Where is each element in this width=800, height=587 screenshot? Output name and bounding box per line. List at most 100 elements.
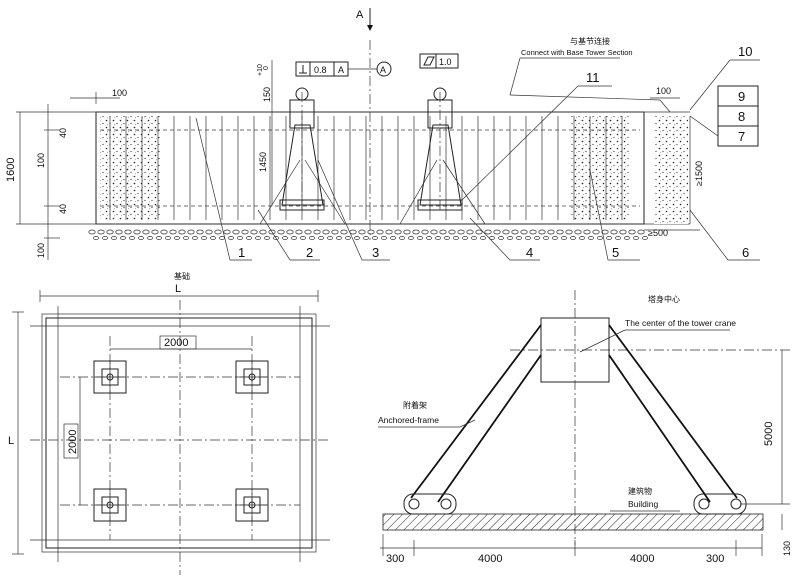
dim-right-top: 100 [656, 86, 671, 96]
part-9: 9 [738, 89, 745, 104]
anchor-dim-left-span: 4000 [478, 553, 502, 565]
anchor-leg-left [259, 87, 346, 225]
bottom-part-labels: 1 2 3 4 5 6 [195, 117, 760, 261]
gravel-stone [255, 236, 261, 240]
dim-tolerance: 150 [262, 87, 272, 102]
part-11: 11 [586, 70, 600, 85]
gravel-stone [223, 229, 231, 235]
datum-circle: A [348, 61, 392, 77]
part-4: 4 [526, 245, 533, 260]
datum-circle-label: A [380, 65, 386, 75]
gravel-stone [322, 229, 330, 235]
part-3: 3 [372, 245, 379, 260]
gravel-stone [610, 229, 618, 235]
plate-bolt [106, 501, 114, 509]
gravel-stone [637, 229, 645, 235]
frame-label-cn: 附着架 [403, 400, 427, 410]
gravel-stone [318, 236, 324, 240]
gravel-stone [574, 229, 582, 235]
gravel-stone [601, 229, 609, 235]
plan-dim-L-v: L [8, 435, 14, 447]
gravel-stone [417, 236, 423, 240]
plate-bolt [248, 501, 256, 509]
section-label: A [356, 9, 364, 21]
gravel-stone [579, 236, 585, 240]
gravel-stone [444, 236, 450, 240]
parallel-frame: 1.0 [419, 53, 459, 69]
gravel-stone [376, 229, 384, 235]
gravel-stone [250, 229, 258, 235]
gravel-stone [201, 236, 207, 240]
anchor-plate [93, 360, 127, 394]
gravel-stone [277, 229, 285, 235]
part-2: 2 [306, 245, 313, 260]
gravel-stone [615, 236, 621, 240]
rebar-grid [109, 116, 623, 220]
gravel-stone [403, 229, 411, 235]
dim-top-cover-main: 100 [36, 153, 46, 168]
gravel-stone [291, 236, 297, 240]
building-label-en: Building [628, 499, 659, 509]
gravel-stone [111, 236, 117, 240]
dim-tol-plus: +10 [257, 64, 264, 76]
gravel-stone [120, 236, 126, 240]
dim-bottom-cover: 40 [58, 204, 68, 214]
gravel-stone [457, 229, 465, 235]
gravel-stone [484, 229, 492, 235]
plate-bolt [106, 373, 114, 381]
anchor-plate [93, 488, 127, 522]
gravel-stone [174, 236, 180, 240]
gravel-stone [97, 229, 105, 235]
gravel-stone [246, 236, 252, 240]
part-5: 5 [612, 245, 619, 260]
gravel-stone [399, 236, 405, 240]
gravel-stone [525, 236, 531, 240]
gravel-stone [619, 229, 627, 235]
gravel-stone [196, 229, 204, 235]
gravel-stone [642, 236, 648, 240]
gravel-stone [210, 236, 216, 240]
gravel-stone [597, 236, 603, 240]
gravel-stone [493, 229, 501, 235]
anchor-plate [235, 488, 269, 522]
gravel-stone [115, 229, 123, 235]
gravel-stone [390, 236, 396, 240]
plan-dim-spacing-h: 2000 [164, 337, 188, 349]
gravel-stone [453, 236, 459, 240]
center-label-cn: 塔身中心 [648, 294, 680, 304]
gravel-stone [138, 236, 144, 240]
gravel-stone [93, 236, 99, 240]
anchor-plates [93, 360, 269, 522]
gravel-stone [345, 236, 351, 240]
tower-box [540, 317, 610, 383]
gravel-stone [313, 229, 321, 235]
gravel-stone [295, 229, 303, 235]
gravel-stone [349, 229, 357, 235]
gravel-stone [561, 236, 567, 240]
gravel-stone [408, 236, 414, 240]
gravel-stone [633, 236, 639, 240]
gravel-stone [331, 229, 339, 235]
gravel-stone [624, 236, 630, 240]
gravel-stone [556, 229, 564, 235]
flatness-value: 0.8 [314, 65, 327, 75]
gravel-stone [412, 229, 420, 235]
dim-depth: 1600 [5, 158, 17, 182]
plan-view: 基础 L L 2000 2000 [8, 271, 330, 575]
parallel-value: 1.0 [439, 57, 452, 67]
gravel-stone [142, 229, 150, 235]
gravel-stone [241, 229, 249, 235]
dim-min-width: ≥500 [648, 228, 668, 238]
part-8: 8 [738, 109, 745, 124]
concrete-fill-right [570, 116, 630, 220]
gravel-stone [529, 229, 537, 235]
gravel-stone [178, 229, 186, 235]
gravel-stone [358, 229, 366, 235]
dim-base-layer: 100 [36, 243, 46, 258]
gravel-stone [552, 236, 558, 240]
dim-edge: 100 [112, 88, 127, 98]
connect-note-cn: 与基节连接 [570, 36, 610, 46]
concrete-fill-left [100, 116, 160, 220]
gravel-stone [480, 236, 486, 240]
anchor-view: 塔身中心 The center of the tower crane 附着架 A… [378, 290, 792, 565]
